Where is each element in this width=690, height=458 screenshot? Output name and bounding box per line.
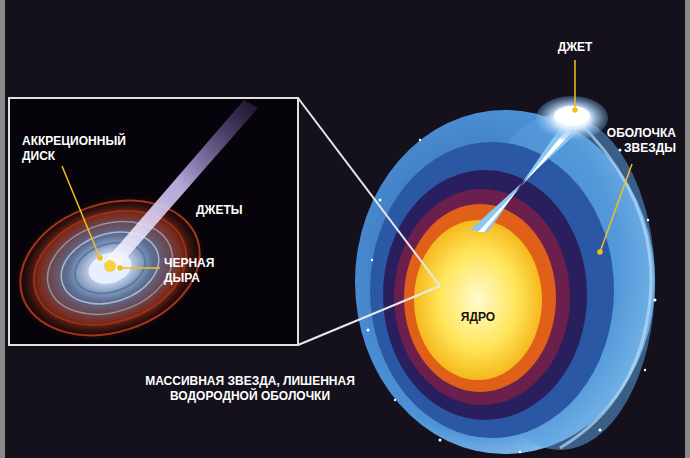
label-black-hole: ЧЕРНАЯ ДЫРА xyxy=(164,256,230,286)
label-jet: ДЖЕТ xyxy=(545,40,605,55)
zoom-line xyxy=(298,98,440,286)
star-illustration xyxy=(355,96,657,454)
label-accretion-disk: АККРЕЦИОННЫЙ ДИСК xyxy=(22,134,134,164)
label-star: МАССИВНАЯ ЗВЕЗДА, ЛИШЕННАЯ ВОДОРОДНОЙ ОБ… xyxy=(108,374,392,404)
inset-black-hole xyxy=(0,98,298,365)
zoom-line xyxy=(298,286,440,345)
label-shell: ОБОЛОЧКА ЗВЕЗДЫ xyxy=(588,126,676,156)
leader-lines xyxy=(62,60,632,270)
label-core: ЯДРО xyxy=(446,310,510,325)
label-jets: ДЖЕТЫ xyxy=(196,203,266,218)
